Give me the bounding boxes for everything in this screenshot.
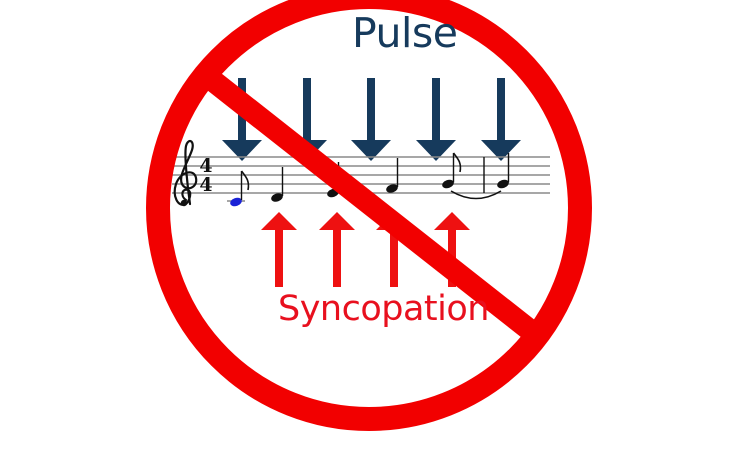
note-eighth-g4-tied <box>442 152 462 189</box>
note-quarter-d4 <box>271 167 284 202</box>
time-signature-bottom: 4 <box>199 174 212 196</box>
syncopation-arrow-2 <box>319 212 355 287</box>
prohibition-slash <box>205 71 538 340</box>
syncopation-label: Syncopation <box>278 289 489 329</box>
pulse-arrow-5 <box>481 78 521 161</box>
prohibition-sign-icon <box>146 0 592 431</box>
time-signature-top: 4 <box>199 155 212 177</box>
pulse-arrow-3 <box>351 78 391 161</box>
notes <box>227 152 510 207</box>
pulse-label: Pulse <box>352 9 458 57</box>
note-eighth-c4-highlighted <box>227 170 250 207</box>
prohibition-ring <box>146 0 592 431</box>
treble-clef-icon <box>173 140 198 207</box>
note-quarter-f4 <box>386 158 399 193</box>
pulse-arrow-4 <box>416 78 456 161</box>
note-quarter-g4 <box>497 153 510 189</box>
syncopation-arrow-1 <box>261 212 297 287</box>
time-signature: 4 4 <box>199 155 212 196</box>
tie-arc <box>450 190 502 200</box>
